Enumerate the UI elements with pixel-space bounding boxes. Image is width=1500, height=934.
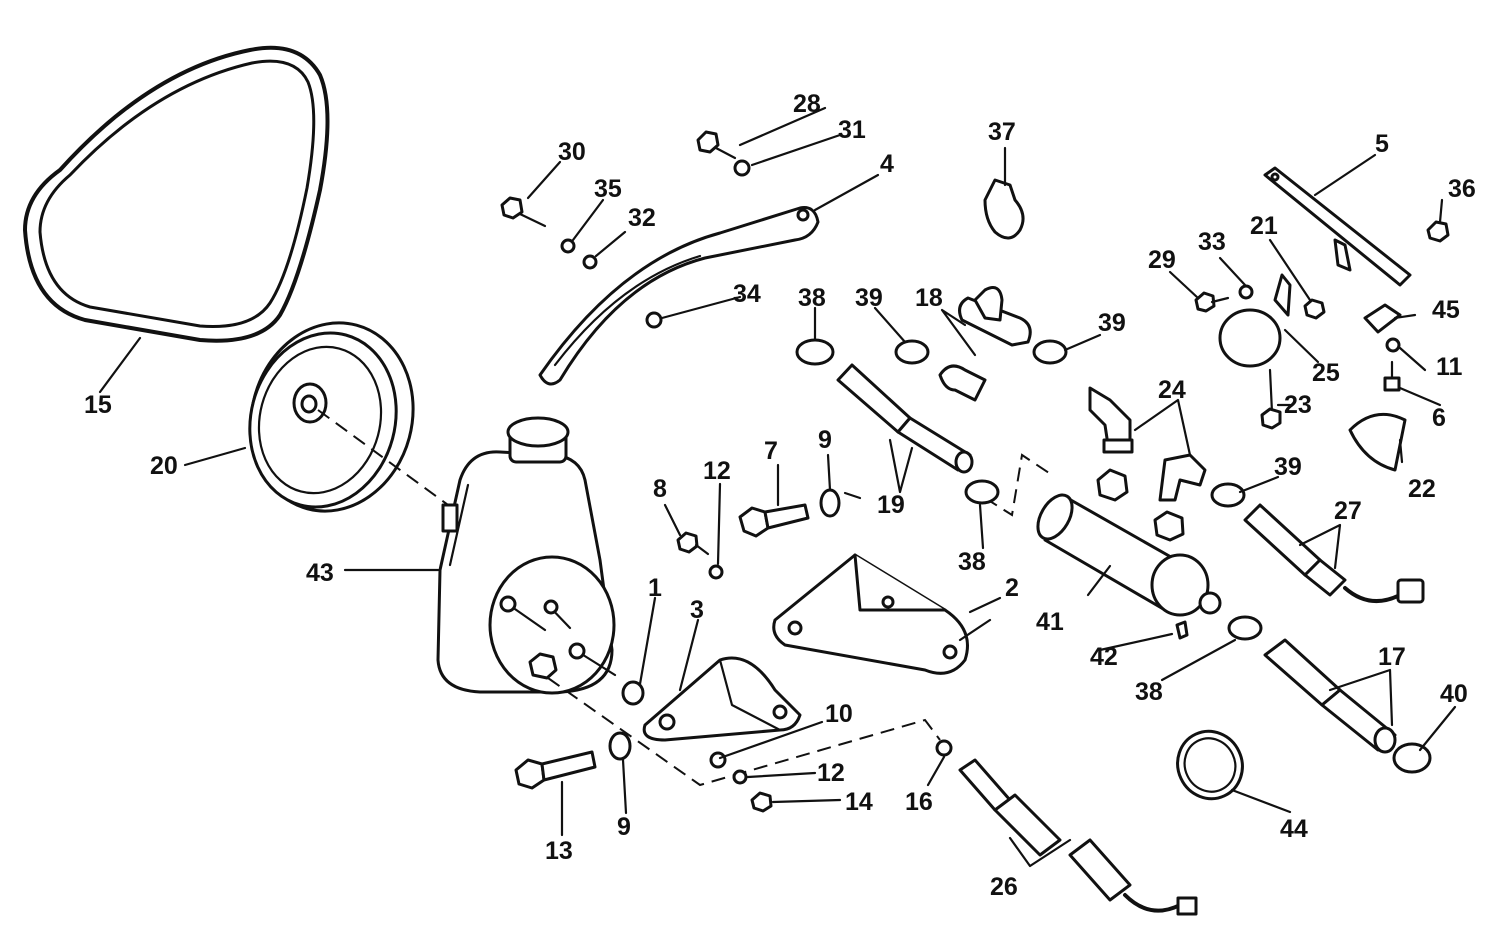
cooler bbox=[1036, 468, 1222, 617]
callout-4: 4 bbox=[880, 150, 894, 178]
callout-6: 6 bbox=[1432, 404, 1446, 432]
callout-45: 45 bbox=[1432, 296, 1460, 324]
callout-23: 23 bbox=[1284, 391, 1312, 419]
callout-35: 35 bbox=[594, 175, 622, 203]
callout-24: 24 bbox=[1158, 376, 1186, 404]
leader-lines bbox=[98, 106, 1457, 868]
elbow-hose bbox=[938, 286, 1032, 402]
callout-43: 43 bbox=[306, 559, 334, 587]
callout-19: 19 bbox=[877, 491, 905, 519]
mounting-bracket-large bbox=[772, 553, 969, 675]
callout-16: 16 bbox=[905, 788, 933, 816]
callout-12-bottom: 12 bbox=[817, 759, 845, 787]
callout-42: 42 bbox=[1090, 643, 1118, 671]
callout-37: 37 bbox=[988, 118, 1016, 146]
callout-38-bottom: 38 bbox=[1135, 678, 1163, 706]
callout-27: 27 bbox=[1334, 497, 1362, 525]
callout-1: 1 bbox=[648, 574, 662, 602]
callout-20: 20 bbox=[150, 452, 178, 480]
callout-12-top: 12 bbox=[703, 457, 731, 485]
hose-upper bbox=[836, 363, 974, 474]
callout-21: 21 bbox=[1250, 212, 1278, 240]
callout-44: 44 bbox=[1280, 815, 1308, 843]
clamps bbox=[795, 338, 1432, 801]
callout-38-mid: 38 bbox=[958, 548, 986, 576]
callout-8: 8 bbox=[653, 475, 667, 503]
hose-lower bbox=[1263, 638, 1397, 754]
callout-32: 32 bbox=[628, 204, 656, 232]
callout-15: 15 bbox=[84, 391, 112, 419]
callout-25: 25 bbox=[1312, 359, 1340, 387]
hose-assembly-27 bbox=[1243, 503, 1425, 604]
callout-17: 17 bbox=[1378, 643, 1406, 671]
pulley-axis-line bbox=[317, 409, 456, 511]
callout-7: 7 bbox=[764, 437, 778, 465]
callout-3: 3 bbox=[690, 596, 704, 624]
adjusting-bracket bbox=[538, 206, 820, 386]
callout-39-right: 39 bbox=[1274, 453, 1302, 481]
callout-14: 14 bbox=[845, 788, 873, 816]
callout-26: 26 bbox=[990, 873, 1018, 901]
pulley bbox=[248, 321, 415, 513]
callout-2: 2 bbox=[1005, 574, 1019, 602]
callout-34: 34 bbox=[733, 280, 761, 308]
cooler-line-dash bbox=[984, 453, 1053, 517]
support-bar bbox=[1263, 166, 1412, 287]
mounting-bracket-small bbox=[642, 656, 802, 742]
callout-33: 33 bbox=[1198, 228, 1226, 256]
callout-5: 5 bbox=[1375, 130, 1389, 158]
callout-39-left: 39 bbox=[855, 284, 883, 312]
callout-39-mid: 39 bbox=[1098, 309, 1126, 337]
round-clamps bbox=[1218, 273, 1407, 472]
callout-29: 29 bbox=[1148, 246, 1176, 274]
pump-line-dash bbox=[547, 677, 941, 787]
callout-41: 41 bbox=[1036, 608, 1064, 636]
hose-assembly-26 bbox=[958, 758, 1198, 916]
elbow-fittings bbox=[1088, 386, 1207, 502]
hardware bbox=[500, 130, 1450, 813]
drive-belt bbox=[23, 45, 330, 343]
callout-40: 40 bbox=[1440, 680, 1468, 708]
callout-22: 22 bbox=[1408, 475, 1436, 503]
callout-30: 30 bbox=[558, 138, 586, 166]
hose-clip bbox=[983, 178, 1025, 240]
callout-10: 10 bbox=[825, 700, 853, 728]
callout-numbers: 15 20 43 30 35 32 28 31 4 34 37 38 39 18… bbox=[84, 90, 1476, 901]
callout-9-bottom: 9 bbox=[617, 813, 631, 841]
callout-18: 18 bbox=[915, 284, 943, 312]
callout-9-top: 9 bbox=[818, 426, 832, 454]
callout-13: 13 bbox=[545, 837, 573, 865]
power-steering-pump bbox=[436, 416, 617, 695]
callout-38-top: 38 bbox=[798, 284, 826, 312]
callout-31: 31 bbox=[838, 116, 866, 144]
callout-11: 11 bbox=[1436, 353, 1463, 381]
callout-36: 36 bbox=[1448, 175, 1476, 203]
callout-28: 28 bbox=[793, 90, 821, 118]
